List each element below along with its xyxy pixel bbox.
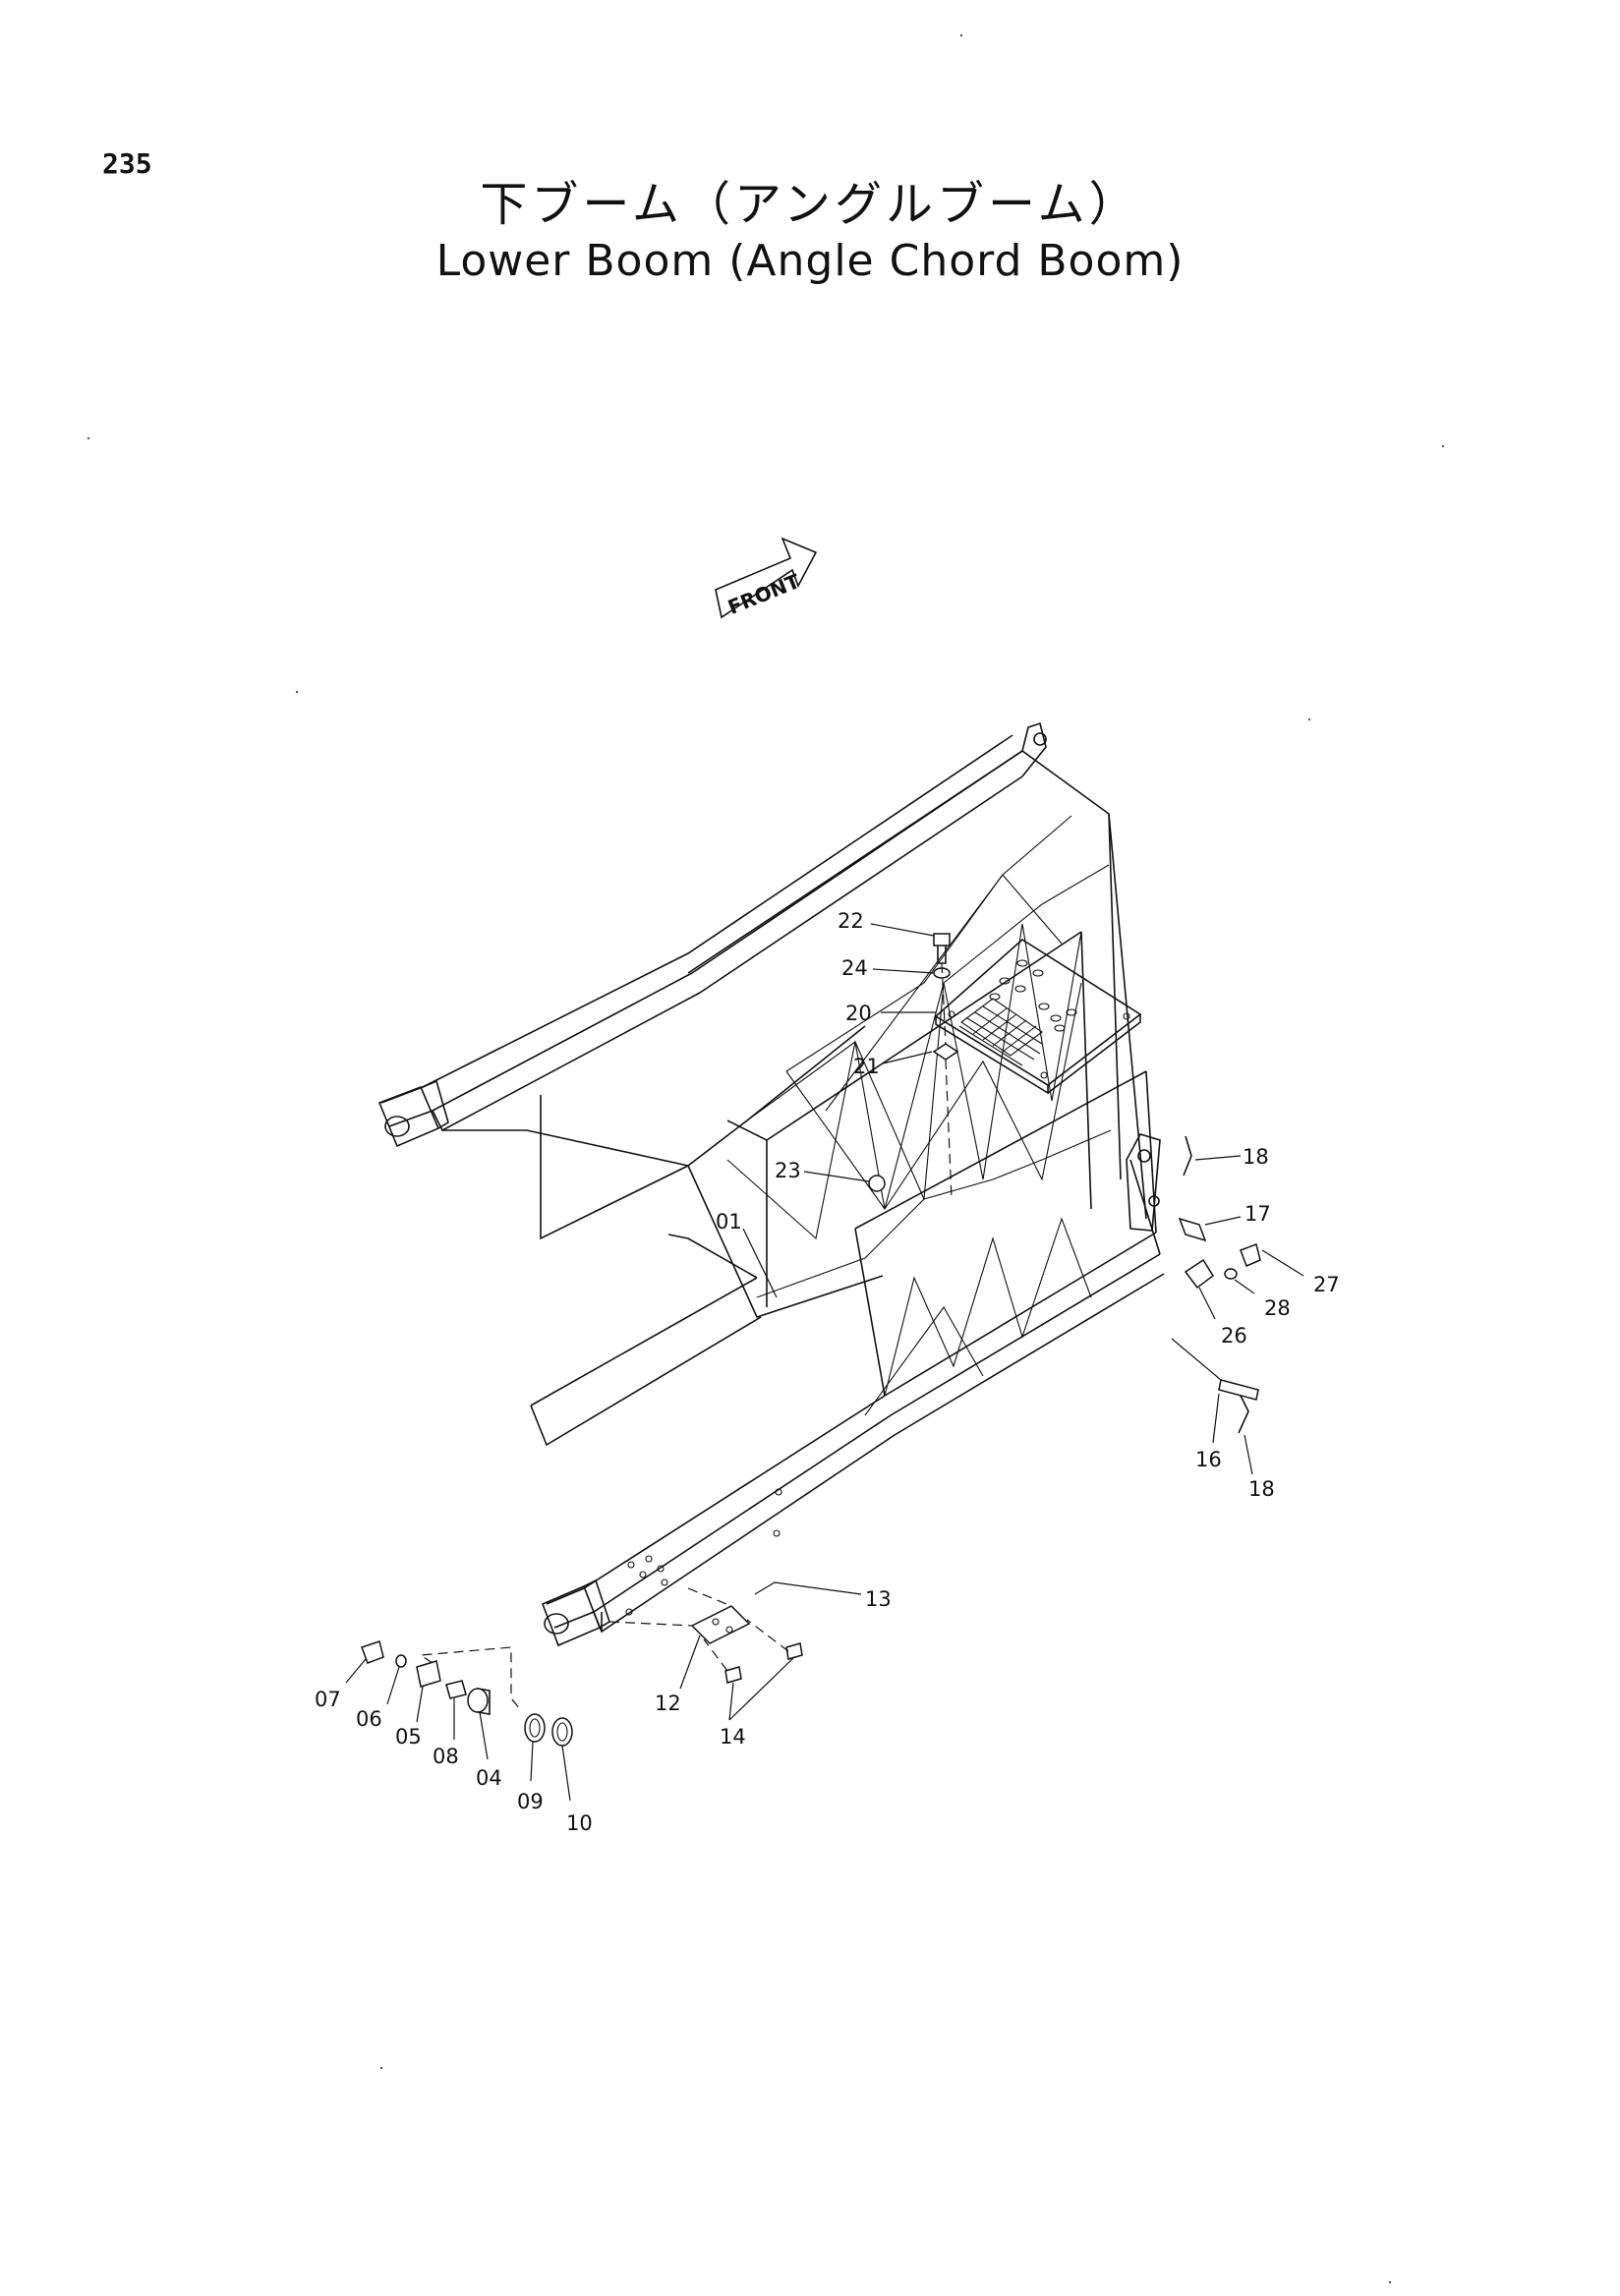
part-label-24: 24	[841, 956, 868, 980]
part-label-17: 17	[1244, 1202, 1271, 1226]
part-label-23: 23	[775, 1159, 801, 1182]
part-label-28: 28	[1264, 1296, 1291, 1320]
part-label-18-top: 18	[1243, 1145, 1269, 1169]
part-label-20: 20	[845, 1002, 872, 1025]
part-label-12: 12	[655, 1692, 681, 1715]
part-label-10: 10	[566, 1811, 593, 1835]
part-number-labels: 22 24 20 21 23 01 18 17 27 28 26 16 18 1…	[315, 909, 1340, 1835]
scan-specks	[87, 33, 1445, 2284]
part-label-04: 04	[476, 1766, 502, 1790]
part-label-07: 07	[315, 1688, 341, 1711]
front-arrow-marker: FRONT	[715, 537, 818, 619]
part-label-09: 09	[517, 1790, 544, 1813]
part-label-06: 06	[356, 1707, 382, 1731]
page-title-english: Lower Boom (Angle Chord Boom)	[435, 236, 1185, 286]
part-label-21: 21	[853, 1055, 880, 1078]
part-label-01: 01	[716, 1210, 742, 1234]
part-label-27: 27	[1313, 1273, 1340, 1296]
part-label-05: 05	[395, 1725, 422, 1749]
plate-holes	[625, 1488, 782, 1616]
page-title-japanese: 下ブーム（アングルブーム）	[480, 177, 1140, 232]
walkway-plate	[934, 939, 1142, 1095]
front-label: FRONT	[724, 569, 803, 619]
page-number: 235	[102, 147, 152, 180]
hardware-parts	[361, 933, 1261, 1747]
part-label-18-bottom: 18	[1248, 1477, 1275, 1501]
part-label-22: 22	[838, 909, 864, 933]
leader-lines	[345, 923, 1304, 1802]
part-label-13: 13	[865, 1587, 892, 1611]
part-label-16: 16	[1195, 1448, 1222, 1471]
part-label-08: 08	[433, 1745, 459, 1768]
part-label-26: 26	[1221, 1324, 1247, 1348]
part-label-14: 14	[720, 1725, 746, 1749]
lower-boom-body	[377, 721, 1165, 1647]
